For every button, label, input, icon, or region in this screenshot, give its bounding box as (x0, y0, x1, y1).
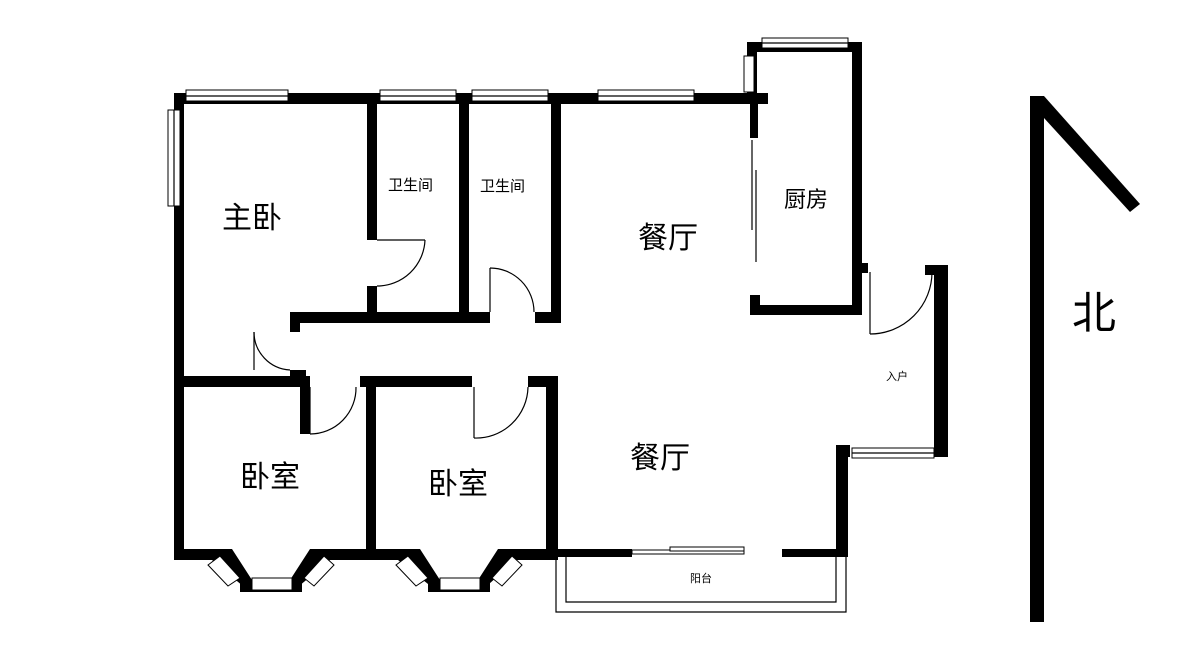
bay-windows (207, 549, 523, 592)
label-bedroom-1: 卧室 (240, 460, 300, 495)
walls (174, 42, 948, 560)
compass-north-label: 北 (1072, 288, 1116, 339)
label-bathroom-2: 卫生间 (480, 177, 525, 195)
label-bathroom-1: 卫生间 (388, 176, 433, 194)
label-balcony: 阳台 (690, 571, 712, 585)
label-entrance: 入户 (886, 369, 908, 383)
doors (253, 239, 933, 439)
north-arrow (1030, 96, 1140, 622)
label-kitchen: 厨房 (784, 188, 828, 213)
kitchen-sliding-door (751, 140, 757, 262)
label-dining-bottom: 餐厅 (630, 441, 690, 476)
windows (167, 37, 935, 459)
label-bedroom-2: 卧室 (428, 467, 488, 502)
label-dining-top: 餐厅 (638, 221, 698, 256)
balcony-outline (555, 546, 847, 613)
label-master-bedroom: 主卧 (222, 201, 282, 236)
